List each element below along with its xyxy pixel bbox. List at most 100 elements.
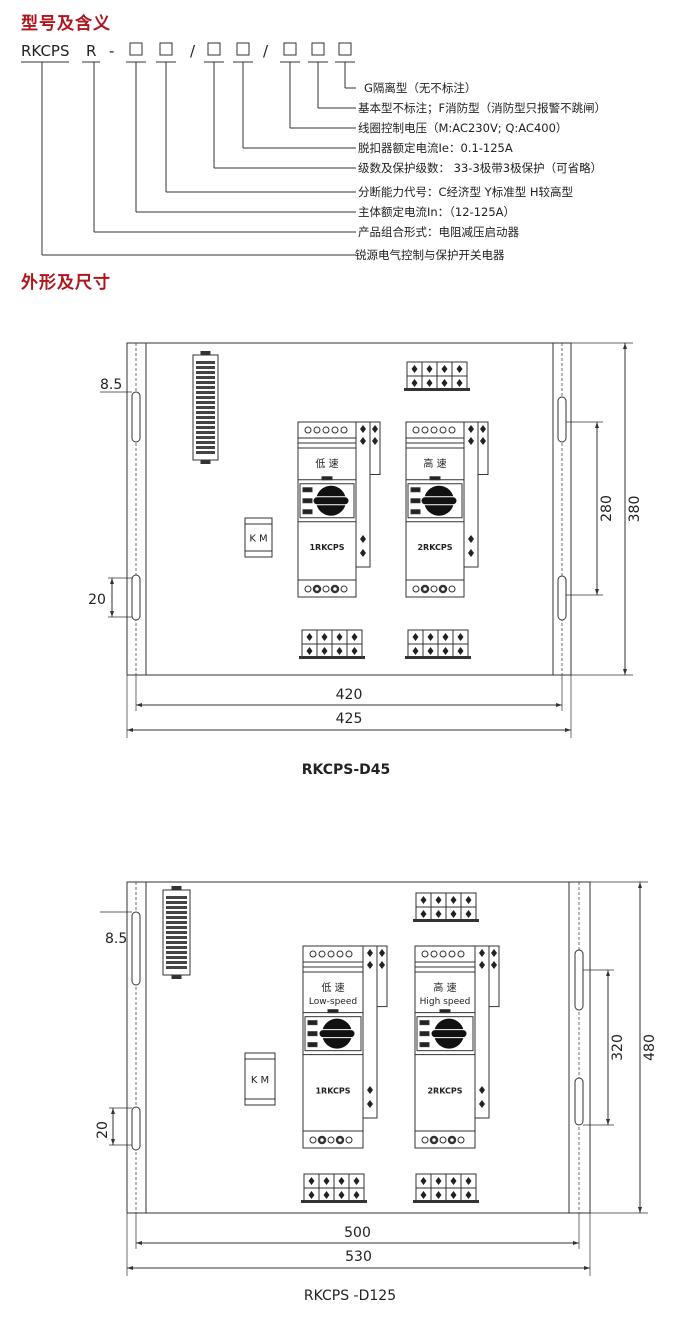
mounting-slot <box>131 574 141 621</box>
terminal-strip <box>162 886 191 979</box>
speed-label-en: Low-speed <box>309 997 357 1007</box>
position-mark <box>419 1031 430 1037</box>
screw-icon <box>360 535 366 543</box>
screw-icon <box>353 1191 360 1199</box>
screw-icon <box>479 1100 485 1108</box>
arrowhead <box>556 703 562 707</box>
dimension-value: 20 <box>88 592 106 608</box>
strip-terminal <box>166 961 187 964</box>
screw-icon <box>479 949 485 957</box>
side-rail <box>369 421 381 475</box>
side-rail <box>376 945 388 1008</box>
screw-icon <box>450 1177 457 1185</box>
screw-icon <box>491 949 497 957</box>
screw-icon <box>308 1191 315 1199</box>
screw-icon <box>323 1177 330 1185</box>
bottom-terminal-block <box>301 1173 367 1203</box>
strip-terminal <box>196 366 215 369</box>
switch-indicator <box>327 1009 339 1014</box>
strip-terminal <box>166 906 187 909</box>
terminal-hole <box>438 584 448 594</box>
terminal-hole <box>448 426 456 434</box>
strip-terminal <box>166 896 187 899</box>
strip-terminal <box>196 376 215 379</box>
strip-terminal <box>196 451 215 454</box>
screw-icon <box>336 647 343 655</box>
screw-icon <box>468 549 474 557</box>
terminal-hole <box>327 950 335 958</box>
strip-terminal <box>196 386 215 389</box>
screw-icon <box>411 379 418 387</box>
dimension-value: 380 <box>627 496 643 523</box>
terminal-hole <box>309 950 317 958</box>
strip-terminal <box>166 916 187 919</box>
screw-icon <box>468 437 474 445</box>
position-mark <box>410 498 421 504</box>
screw-icon <box>465 1177 472 1185</box>
legend-item: 基本型不标注；F消防型（消防型只报警不跳闸） <box>358 101 606 115</box>
screw-icon <box>306 647 313 655</box>
dimension-line <box>111 1108 115 1145</box>
strip-terminal <box>196 446 215 449</box>
legend-item: G隔离型（无不标注） <box>364 81 476 95</box>
terminal-base <box>413 919 479 922</box>
mounting-slot <box>131 911 141 986</box>
arrowhead <box>127 1266 133 1270</box>
dimension-value: 8.5 <box>105 931 127 947</box>
terminal-hole <box>345 950 353 958</box>
speed-label: 高 速 <box>423 457 446 470</box>
screw-icon <box>412 647 419 655</box>
screw-icon <box>367 949 373 957</box>
legend-item: 级数及保护级数： 33-3极带3极保护（可省略） <box>358 161 602 175</box>
code-prefix: RKCPS <box>21 42 69 60</box>
screw-icon <box>435 896 442 904</box>
screw-icon <box>491 961 497 969</box>
strip-terminal <box>196 426 215 429</box>
terminal-strip <box>192 351 219 464</box>
dimension-line <box>127 1266 590 1270</box>
screw-icon <box>450 1191 457 1199</box>
terminal-hole <box>304 585 312 593</box>
terminal-hole <box>312 584 322 594</box>
code-box-placeholder <box>129 42 143 56</box>
terminal-hole <box>457 1136 465 1144</box>
arrowhead <box>110 578 114 584</box>
switch-indicator <box>429 476 441 481</box>
strip-terminal <box>196 361 215 364</box>
screw-icon <box>411 365 418 373</box>
strip-terminal <box>196 421 215 424</box>
dimension-line <box>136 1241 579 1245</box>
screw-icon <box>426 379 433 387</box>
terminal-hole <box>335 1135 345 1145</box>
mounting-slot <box>557 396 567 443</box>
terminal-hole <box>421 426 429 434</box>
position-mark <box>410 509 421 515</box>
terminal-hole <box>421 950 429 958</box>
dimension-value: 420 <box>336 687 363 703</box>
screw-icon <box>442 633 449 641</box>
strip-cap <box>200 351 211 355</box>
strip-terminal <box>166 936 187 939</box>
arrowhead <box>606 970 610 976</box>
switch-indicator <box>321 476 333 481</box>
legend-item: 锐源电气控制与保护开关电器 <box>355 248 505 262</box>
screw-icon <box>457 647 464 655</box>
screw-icon <box>351 647 358 655</box>
position-mark <box>302 498 313 504</box>
arrowhead <box>623 669 627 675</box>
terminal-hole <box>429 1135 439 1145</box>
screw-icon <box>420 910 427 918</box>
terminal-hole <box>336 950 344 958</box>
bottom-terminal-block <box>405 629 471 659</box>
screw-icon <box>367 1086 373 1094</box>
screw-icon <box>321 647 328 655</box>
screw-icon <box>479 1086 485 1094</box>
screw-icon <box>435 910 442 918</box>
position-mark <box>307 1020 318 1026</box>
screw-icon <box>435 1191 442 1199</box>
